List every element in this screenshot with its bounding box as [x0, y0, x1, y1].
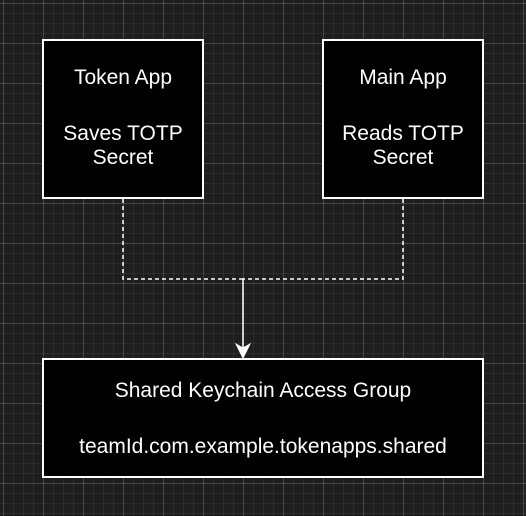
main-app-description: Reads TOTP Secret: [324, 122, 482, 170]
token-app-description-line1: Saves TOTP: [63, 122, 183, 145]
shared-group-arrowhead: [234, 342, 252, 360]
main-app-node: Main App Reads TOTP Secret: [322, 39, 484, 199]
shared-keychain-group-node: Shared Keychain Access Group teamId.com.…: [42, 358, 484, 478]
token-app-title: Token App: [73, 66, 173, 89]
main-app-dashed-connector: [243, 199, 404, 280]
main-app-title: Main App: [359, 66, 447, 89]
token-app-description-line2: Secret: [92, 146, 154, 169]
shared-group-identifier: teamId.com.example.tokenapps.shared: [79, 435, 447, 458]
shared-group-title: Shared Keychain Access Group: [114, 379, 412, 402]
main-app-description-line1: Reads TOTP: [342, 122, 464, 145]
token-app-description: Saves TOTP Secret: [44, 122, 202, 170]
token-app-dashed-connector: [122, 199, 243, 280]
token-app-node: Token App Saves TOTP Secret: [42, 39, 204, 199]
main-app-description-line2: Secret: [372, 146, 434, 169]
